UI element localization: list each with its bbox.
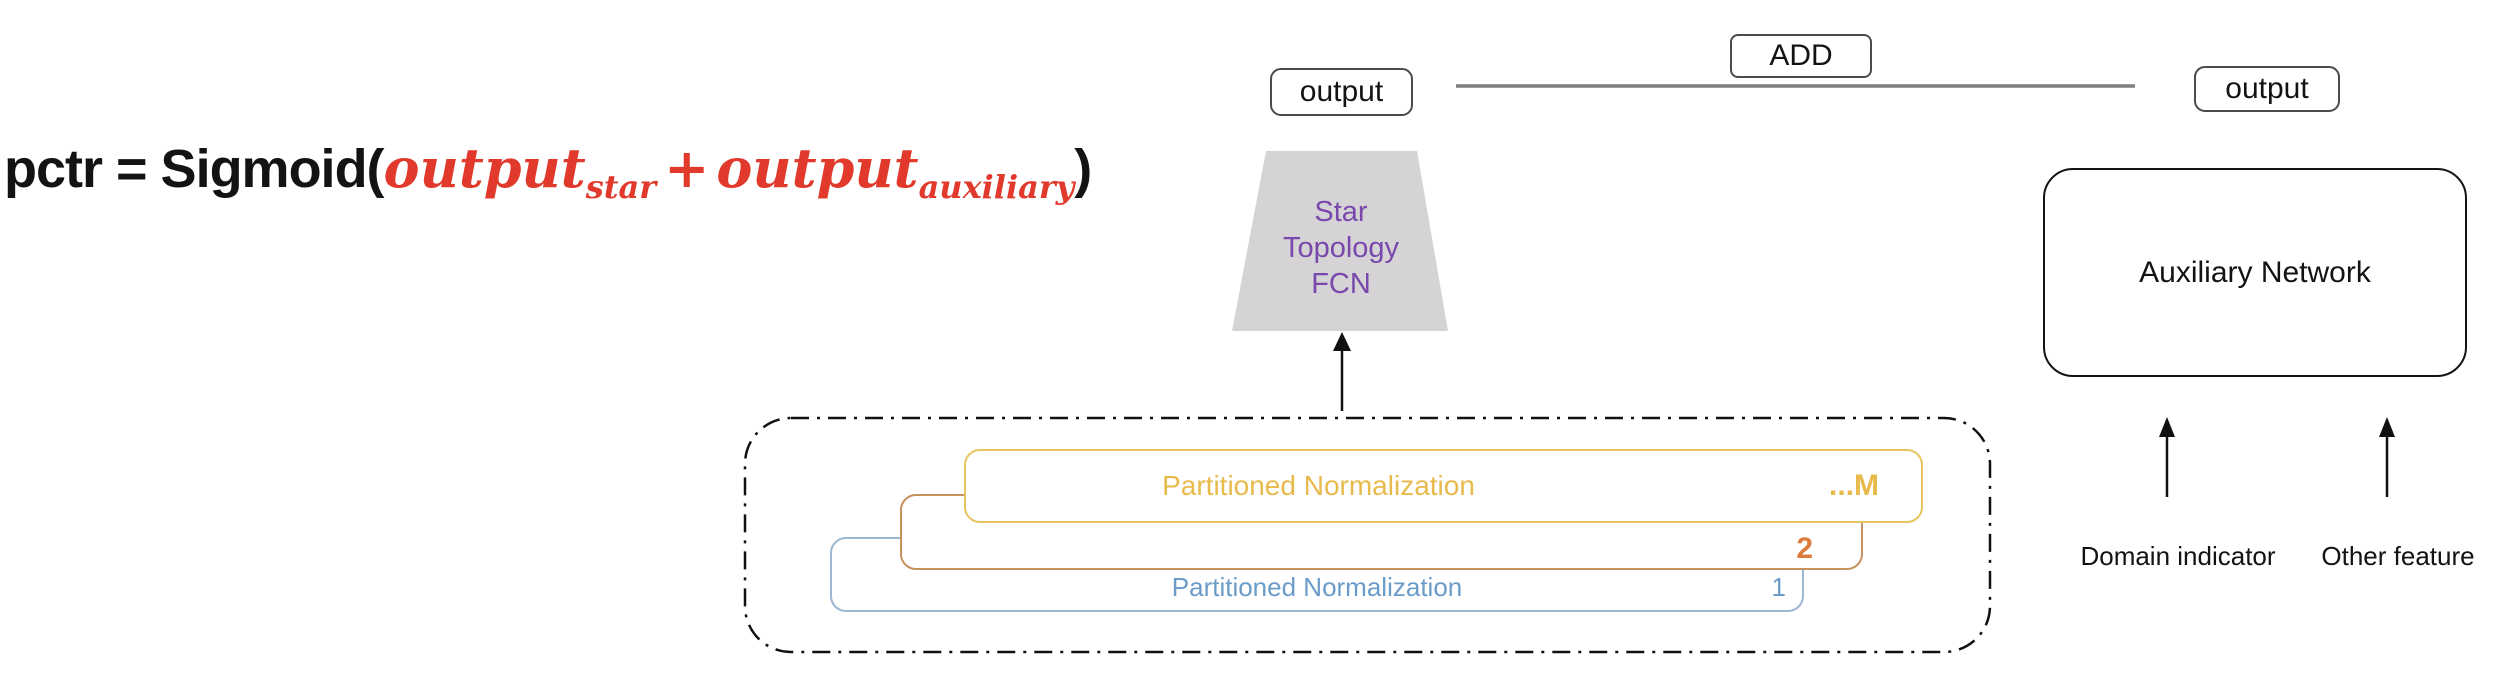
partitioned-normalization-layer-m: Partitioned Normalization ...M (964, 449, 1923, 523)
output-label: output (1299, 75, 1384, 108)
other-feature-label: Other feature (2321, 541, 2475, 571)
partitioned-normalization-label: Partitioned Normalization (1171, 572, 1463, 602)
add-label: ADD (1769, 39, 1833, 72)
star-topology-fcn-label: Star Topology FCN (1266, 194, 1416, 302)
arrow-up-icon (2159, 417, 2175, 497)
output-box-star: output (1270, 68, 1413, 116)
layer-index-m: ...M (1829, 469, 1879, 502)
partitioned-normalization-container (743, 416, 1992, 654)
formula-plus-sign: + (664, 136, 709, 200)
layer-index-2: 2 (1796, 532, 1813, 565)
pctr-formula: pctr = Sigmoid(outputstar+outputauxiliar… (4, 136, 1092, 207)
output-box-auxiliary: output (2194, 66, 2340, 112)
formula-term-auxiliary: outputauxiliary (716, 136, 1075, 207)
fcn-label-line: Star (1314, 196, 1368, 228)
auxiliary-network-label: Auxiliary Network (2139, 255, 2371, 289)
arrow-up-icon (2379, 417, 2395, 497)
auxiliary-network-box: Auxiliary Network (2043, 168, 2467, 377)
formula-prefix: pctr = Sigmoid( (4, 139, 385, 199)
layer-index-1: 1 (1771, 572, 1786, 602)
output-label: output (2225, 72, 2309, 105)
star-topology-fcn-trapezoid (1232, 151, 1448, 331)
domain-indicator-label: Domain indicator (2080, 541, 2276, 571)
arrow-up-icon (1333, 332, 1351, 411)
fcn-label-line: Topology (1282, 232, 1400, 264)
formula-term-star: outputstar (383, 136, 657, 207)
fcn-label-line: FCN (1311, 268, 1371, 300)
formula-sub-star: star (585, 168, 657, 207)
formula-suffix: ) (1074, 139, 1092, 199)
formula-sub-auxiliary: auxiliary (918, 168, 1075, 207)
add-box: ADD (1730, 34, 1872, 78)
partitioned-normalization-label: Partitioned Normalization (1162, 470, 1475, 501)
